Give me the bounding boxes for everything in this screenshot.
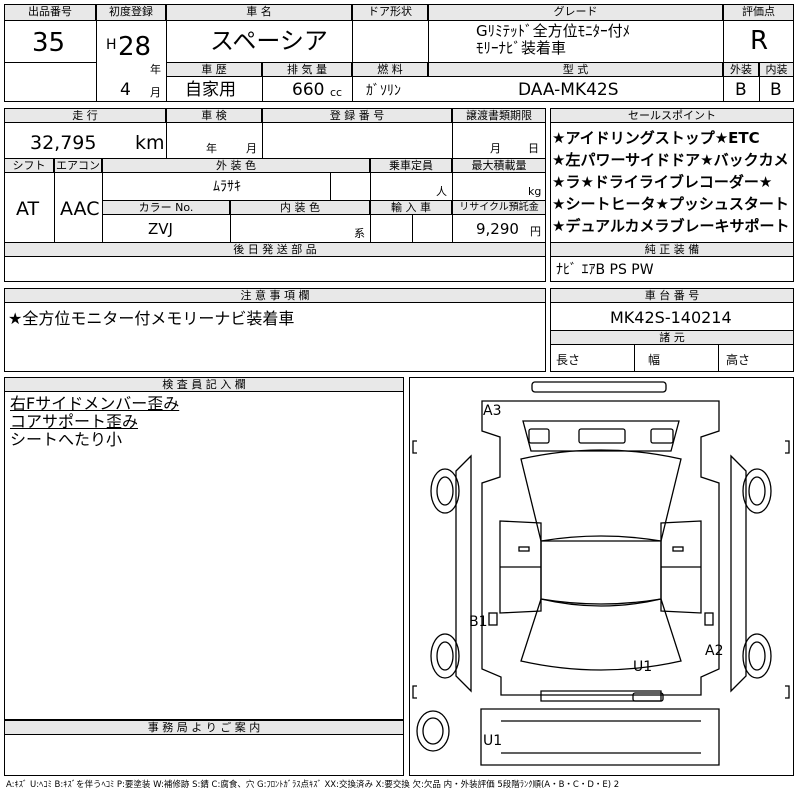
sales-point: ★デュアルカメラブレーキサポート bbox=[552, 217, 790, 235]
inspector-note: シートへたり小 bbox=[10, 430, 123, 449]
sales-point: ★シートヒータ★プッシュスタート bbox=[552, 195, 789, 213]
damage-mark-b1: B1 bbox=[469, 614, 488, 630]
inspector-note: コアサポート歪み bbox=[10, 412, 139, 431]
inspection-year: 年 bbox=[206, 142, 217, 155]
recycle-label: リサイクル預託金 bbox=[452, 200, 546, 215]
month-unit: 月 bbox=[150, 86, 161, 99]
displacement-unit: cc bbox=[330, 86, 343, 99]
load-unit: kg bbox=[528, 185, 542, 198]
damage-mark-u1-rear: U1 bbox=[633, 659, 652, 675]
color-label: 外 装 色 bbox=[102, 158, 370, 173]
width-label: 幅 bbox=[648, 353, 661, 367]
fuel-label: 燃 料 bbox=[352, 62, 428, 77]
capacity-unit: 人 bbox=[436, 185, 447, 198]
shift-value: AT bbox=[16, 198, 40, 220]
score-label: 評価点 bbox=[723, 4, 794, 21]
transfer-day: 日 bbox=[528, 142, 539, 155]
year-unit: 年 bbox=[150, 63, 161, 76]
mileage-value: 32,795 bbox=[30, 132, 97, 154]
era: H bbox=[106, 37, 117, 53]
equipment-label: 純 正 装 備 bbox=[550, 242, 794, 257]
inspection-label: 車 検 bbox=[166, 108, 262, 123]
exterior-label: 外装 bbox=[723, 62, 759, 77]
mileage-unit: km bbox=[135, 132, 165, 154]
sales-point: ★アイドリングストップ★ETC bbox=[552, 129, 760, 147]
inspection-month: 月 bbox=[246, 142, 257, 155]
door-label: ドア形状 bbox=[352, 4, 428, 21]
shift-label: シフト bbox=[4, 158, 54, 173]
recycle-value: 9,290 bbox=[476, 220, 519, 238]
load-label: 最大積載量 bbox=[452, 158, 546, 173]
damage-mark-a2: A2 bbox=[705, 643, 723, 659]
recycle-unit: 円 bbox=[530, 225, 541, 238]
height-label: 高さ bbox=[726, 353, 751, 367]
grade-label: グレード bbox=[428, 4, 723, 21]
sales-point: ★ラ★ドライライブレコーダー★ bbox=[552, 173, 773, 191]
reg-month: 4 bbox=[120, 80, 131, 100]
reg-year: 28 bbox=[118, 32, 152, 62]
notes-label: 注 意 事 項 欄 bbox=[4, 288, 546, 303]
color-code: ZVJ bbox=[148, 220, 173, 238]
office-label: 事 務 局 よ り ご 案 内 bbox=[4, 720, 404, 735]
color-value: ﾑﾗｻｷ bbox=[213, 179, 241, 195]
ac-label: エアコン bbox=[54, 158, 102, 173]
interior-color-label: 内 装 色 bbox=[230, 200, 370, 215]
interior-color-unit: 系 bbox=[354, 227, 365, 240]
plate-label: 登 録 番 号 bbox=[262, 108, 452, 123]
transfer-label: 譲渡書類期限 bbox=[452, 108, 546, 123]
exterior-grade: B bbox=[735, 80, 747, 100]
transfer-month: 月 bbox=[490, 142, 501, 155]
dims-label: 諸 元 bbox=[550, 330, 794, 345]
legend-text: A:ｷｽﾞ U:ﾍｺﾐ B:ｷｽﾞを伴うﾍｺﾐ P:要塗装 W:補修跡 S:錆 … bbox=[6, 780, 620, 790]
interior-grade: B bbox=[770, 80, 782, 100]
model-label: 型 式 bbox=[428, 62, 723, 77]
inspector-label: 検 査 員 記 入 欄 bbox=[4, 377, 404, 392]
car-name-label: 車 名 bbox=[166, 4, 352, 21]
grade-line-1: Gﾘﾐﾃｯﾄﾞ全方位ﾓﾆﾀｰ付ﾒ bbox=[476, 22, 631, 40]
displacement-value: 660 bbox=[292, 80, 325, 100]
registration-label: 初度登録 bbox=[96, 4, 166, 21]
chassis-label: 車 台 番 号 bbox=[550, 288, 794, 303]
damage-mark-a3: A3 bbox=[483, 403, 501, 419]
lot-label: 出品番号 bbox=[4, 4, 96, 21]
later-parts-label: 後 日 発 送 部 品 bbox=[4, 242, 546, 257]
score-value: R bbox=[750, 26, 769, 56]
grade-line-2: ﾓﾘｰﾅﾋﾞ装着車 bbox=[476, 39, 567, 57]
displacement-label: 排 気 量 bbox=[262, 62, 352, 77]
interior-label: 内装 bbox=[759, 62, 794, 77]
model-value: DAA-MK42S bbox=[518, 80, 619, 100]
history-value: 自家用 bbox=[185, 80, 236, 100]
chassis-value: MK42S-140214 bbox=[610, 308, 732, 327]
inspector-note: 右Fサイドメンバー歪み bbox=[10, 394, 180, 413]
capacity-label: 乗車定員 bbox=[370, 158, 452, 173]
equipment-value: ﾅﾋﾞ ｴｱB PS PW bbox=[556, 262, 654, 278]
inspector-block bbox=[4, 377, 404, 720]
mileage-label: 走 行 bbox=[4, 108, 166, 123]
color-code-label: カラー No. bbox=[102, 200, 230, 215]
damage-mark-u1-floor: U1 bbox=[483, 733, 502, 749]
import-label: 輸 入 車 bbox=[370, 200, 452, 215]
sales-points-label: セールスポイント bbox=[550, 108, 794, 123]
fuel-value: ｶﾞｿﾘﾝ bbox=[366, 83, 401, 99]
history-label: 車 歴 bbox=[166, 62, 262, 77]
car-name: スペーシア bbox=[210, 27, 328, 55]
length-label: 長さ bbox=[556, 353, 581, 367]
lot-number: 35 bbox=[32, 28, 66, 58]
damage-diagram: A3 B1 A2 U1 U1 bbox=[409, 377, 794, 776]
sales-point: ★左パワーサイドドア★バックカメ bbox=[552, 151, 789, 169]
ac-value: AAC bbox=[60, 198, 100, 220]
notes-value: ★全方位モニター付メモリーナビ装着車 bbox=[8, 309, 295, 328]
